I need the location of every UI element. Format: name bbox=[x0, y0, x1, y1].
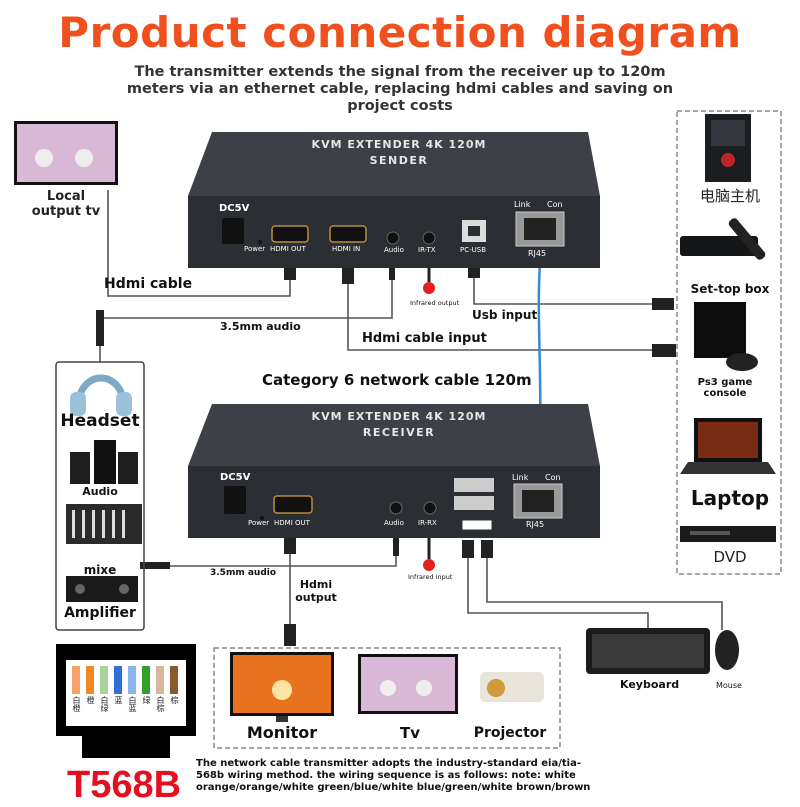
mouse-label: Mouse bbox=[716, 681, 742, 690]
headset-label: Headset bbox=[60, 411, 140, 431]
keyboard-label: Keyboard bbox=[620, 678, 680, 691]
dvd-label: DVD bbox=[713, 548, 747, 566]
receiver-name: RECEIVER bbox=[362, 426, 436, 439]
tv-icon bbox=[358, 654, 458, 714]
receiver-con-label: Con bbox=[545, 473, 561, 482]
cat6-label: Category 6 network cable 120m bbox=[262, 371, 532, 389]
t568b-label: T568B bbox=[67, 764, 182, 806]
audio-label: Audio bbox=[82, 485, 118, 498]
mixer-icon bbox=[66, 504, 142, 544]
pin-label: 白绿 bbox=[100, 696, 109, 712]
hdmi-plug-monitor bbox=[284, 624, 296, 646]
usb-input-line bbox=[473, 262, 655, 305]
receiver-dc-label: DC5V bbox=[220, 472, 251, 483]
receiver-top-text: KVM EXTENDER 4K 120M bbox=[311, 410, 487, 423]
ir-rx-probe bbox=[423, 559, 435, 571]
audio-plug-receiver bbox=[393, 530, 399, 556]
sender-device bbox=[188, 132, 600, 268]
sender-con-label: Con bbox=[547, 200, 563, 209]
monitor-label: Monitor bbox=[246, 723, 318, 742]
sender-rj45-label: RJ45 bbox=[528, 249, 547, 258]
hdmi-cable-label: Hdmi cable bbox=[104, 276, 193, 292]
receiver-audio-label: Audio bbox=[384, 519, 404, 527]
receiver-device bbox=[188, 404, 600, 538]
dvd-player-icon bbox=[680, 526, 776, 542]
receiver-power-label: Power bbox=[248, 519, 270, 527]
audio-plug-bottom-left bbox=[140, 562, 170, 569]
local-tv-icon bbox=[14, 121, 118, 185]
mouse-cable-line bbox=[486, 552, 723, 630]
stb-label: Set-top box bbox=[690, 282, 770, 296]
sender-dc-label: DC5V bbox=[219, 203, 250, 214]
page-title: Product connection diagram bbox=[58, 8, 742, 57]
ps3-console-icon bbox=[694, 302, 758, 371]
projector-icon bbox=[480, 672, 544, 702]
usb-plug-mouse bbox=[481, 540, 493, 558]
sender-power-label: Power bbox=[244, 245, 266, 253]
mouse-icon bbox=[715, 630, 739, 670]
projector-label: Projector bbox=[473, 725, 547, 741]
receiver-link-label: Link bbox=[512, 473, 529, 482]
audio-top-label: 3.5mm audio bbox=[220, 320, 301, 333]
set-top-box-icon bbox=[680, 218, 766, 260]
sender-top-text: KVM EXTENDER 4K 120M bbox=[311, 138, 487, 151]
pin-label: 白棕 bbox=[156, 696, 165, 712]
keyboard-cable-line bbox=[467, 552, 649, 630]
usb-input-label: Usb input bbox=[472, 308, 538, 322]
ir-tx-probe bbox=[423, 282, 435, 294]
usb-plug-right bbox=[652, 298, 674, 310]
tv-label: Tv bbox=[399, 724, 420, 742]
t568b-pin-labels: 白橙 橙 白绿 蓝 白蓝 绿 白棕 棕 bbox=[68, 696, 188, 726]
t568b-connector-icon bbox=[56, 644, 196, 758]
pin-label: 橙 bbox=[86, 696, 95, 704]
laptop-label: Laptop bbox=[690, 486, 770, 510]
subtitle: The transmitter extends the signal from … bbox=[126, 64, 674, 114]
audio-bottom-label: 3.5mm audio bbox=[210, 568, 277, 578]
sender-ir-label: IR-TX bbox=[418, 246, 436, 254]
hdmi-plug-receiver-out bbox=[284, 534, 296, 554]
headset-icon bbox=[70, 374, 132, 416]
hdmi-input-line bbox=[347, 262, 665, 351]
sender-hdmi-in-label: HDMI IN bbox=[332, 245, 361, 253]
sender-name: SENDER bbox=[369, 154, 429, 167]
laptop-icon bbox=[680, 418, 776, 474]
receiver-ir-label: IR-RX bbox=[418, 519, 437, 527]
hdmi-input-label: Hdmi cable input bbox=[362, 331, 487, 346]
speaker-icon bbox=[70, 440, 138, 484]
receiver-hdmi-out-label: HDMI OUT bbox=[274, 519, 310, 527]
amplifier-label: Amplifier bbox=[64, 605, 136, 621]
sender-hdmi-out-label: HDMI OUT bbox=[270, 245, 306, 253]
monitor-icon bbox=[230, 652, 334, 722]
pin-label: 棕 bbox=[170, 696, 179, 704]
keyboard-icon bbox=[586, 628, 710, 674]
ps3-label: Ps3 game console bbox=[697, 377, 753, 399]
amp-brand-label: mixe bbox=[83, 563, 117, 577]
infrared-output-label: Infrared output bbox=[410, 299, 460, 307]
hdmi-output-label: Hdmi output bbox=[295, 578, 337, 604]
pin-label: 白蓝 bbox=[128, 696, 137, 712]
bottom-display-panel bbox=[213, 647, 561, 749]
sender-link-label: Link bbox=[514, 200, 531, 209]
sender-usb-label: PC-USB bbox=[460, 246, 487, 254]
usb-plug-keyboard bbox=[462, 540, 474, 558]
receiver-rj45-label: RJ45 bbox=[526, 520, 545, 529]
left-device-panel bbox=[55, 361, 145, 631]
pc-label: 电脑主机 bbox=[699, 187, 760, 205]
pin-label: 白橙 bbox=[72, 696, 81, 712]
amplifier-icon bbox=[66, 576, 138, 602]
pin-label: 蓝 bbox=[114, 696, 123, 704]
wiring-note: The network cable transmitter adopts the… bbox=[196, 758, 591, 793]
pc-tower-icon bbox=[705, 114, 751, 182]
audio-plug-left bbox=[96, 310, 104, 346]
audio-cable-line-bottom bbox=[145, 536, 397, 567]
hdmi-plug-right bbox=[652, 344, 676, 357]
pin-label: 绿 bbox=[142, 696, 151, 704]
infrared-input-label: Infrared input bbox=[408, 573, 453, 581]
right-device-panel bbox=[676, 110, 782, 575]
local-tv-label: Local output tv bbox=[31, 189, 101, 219]
sender-audio-label: Audio bbox=[384, 246, 404, 254]
